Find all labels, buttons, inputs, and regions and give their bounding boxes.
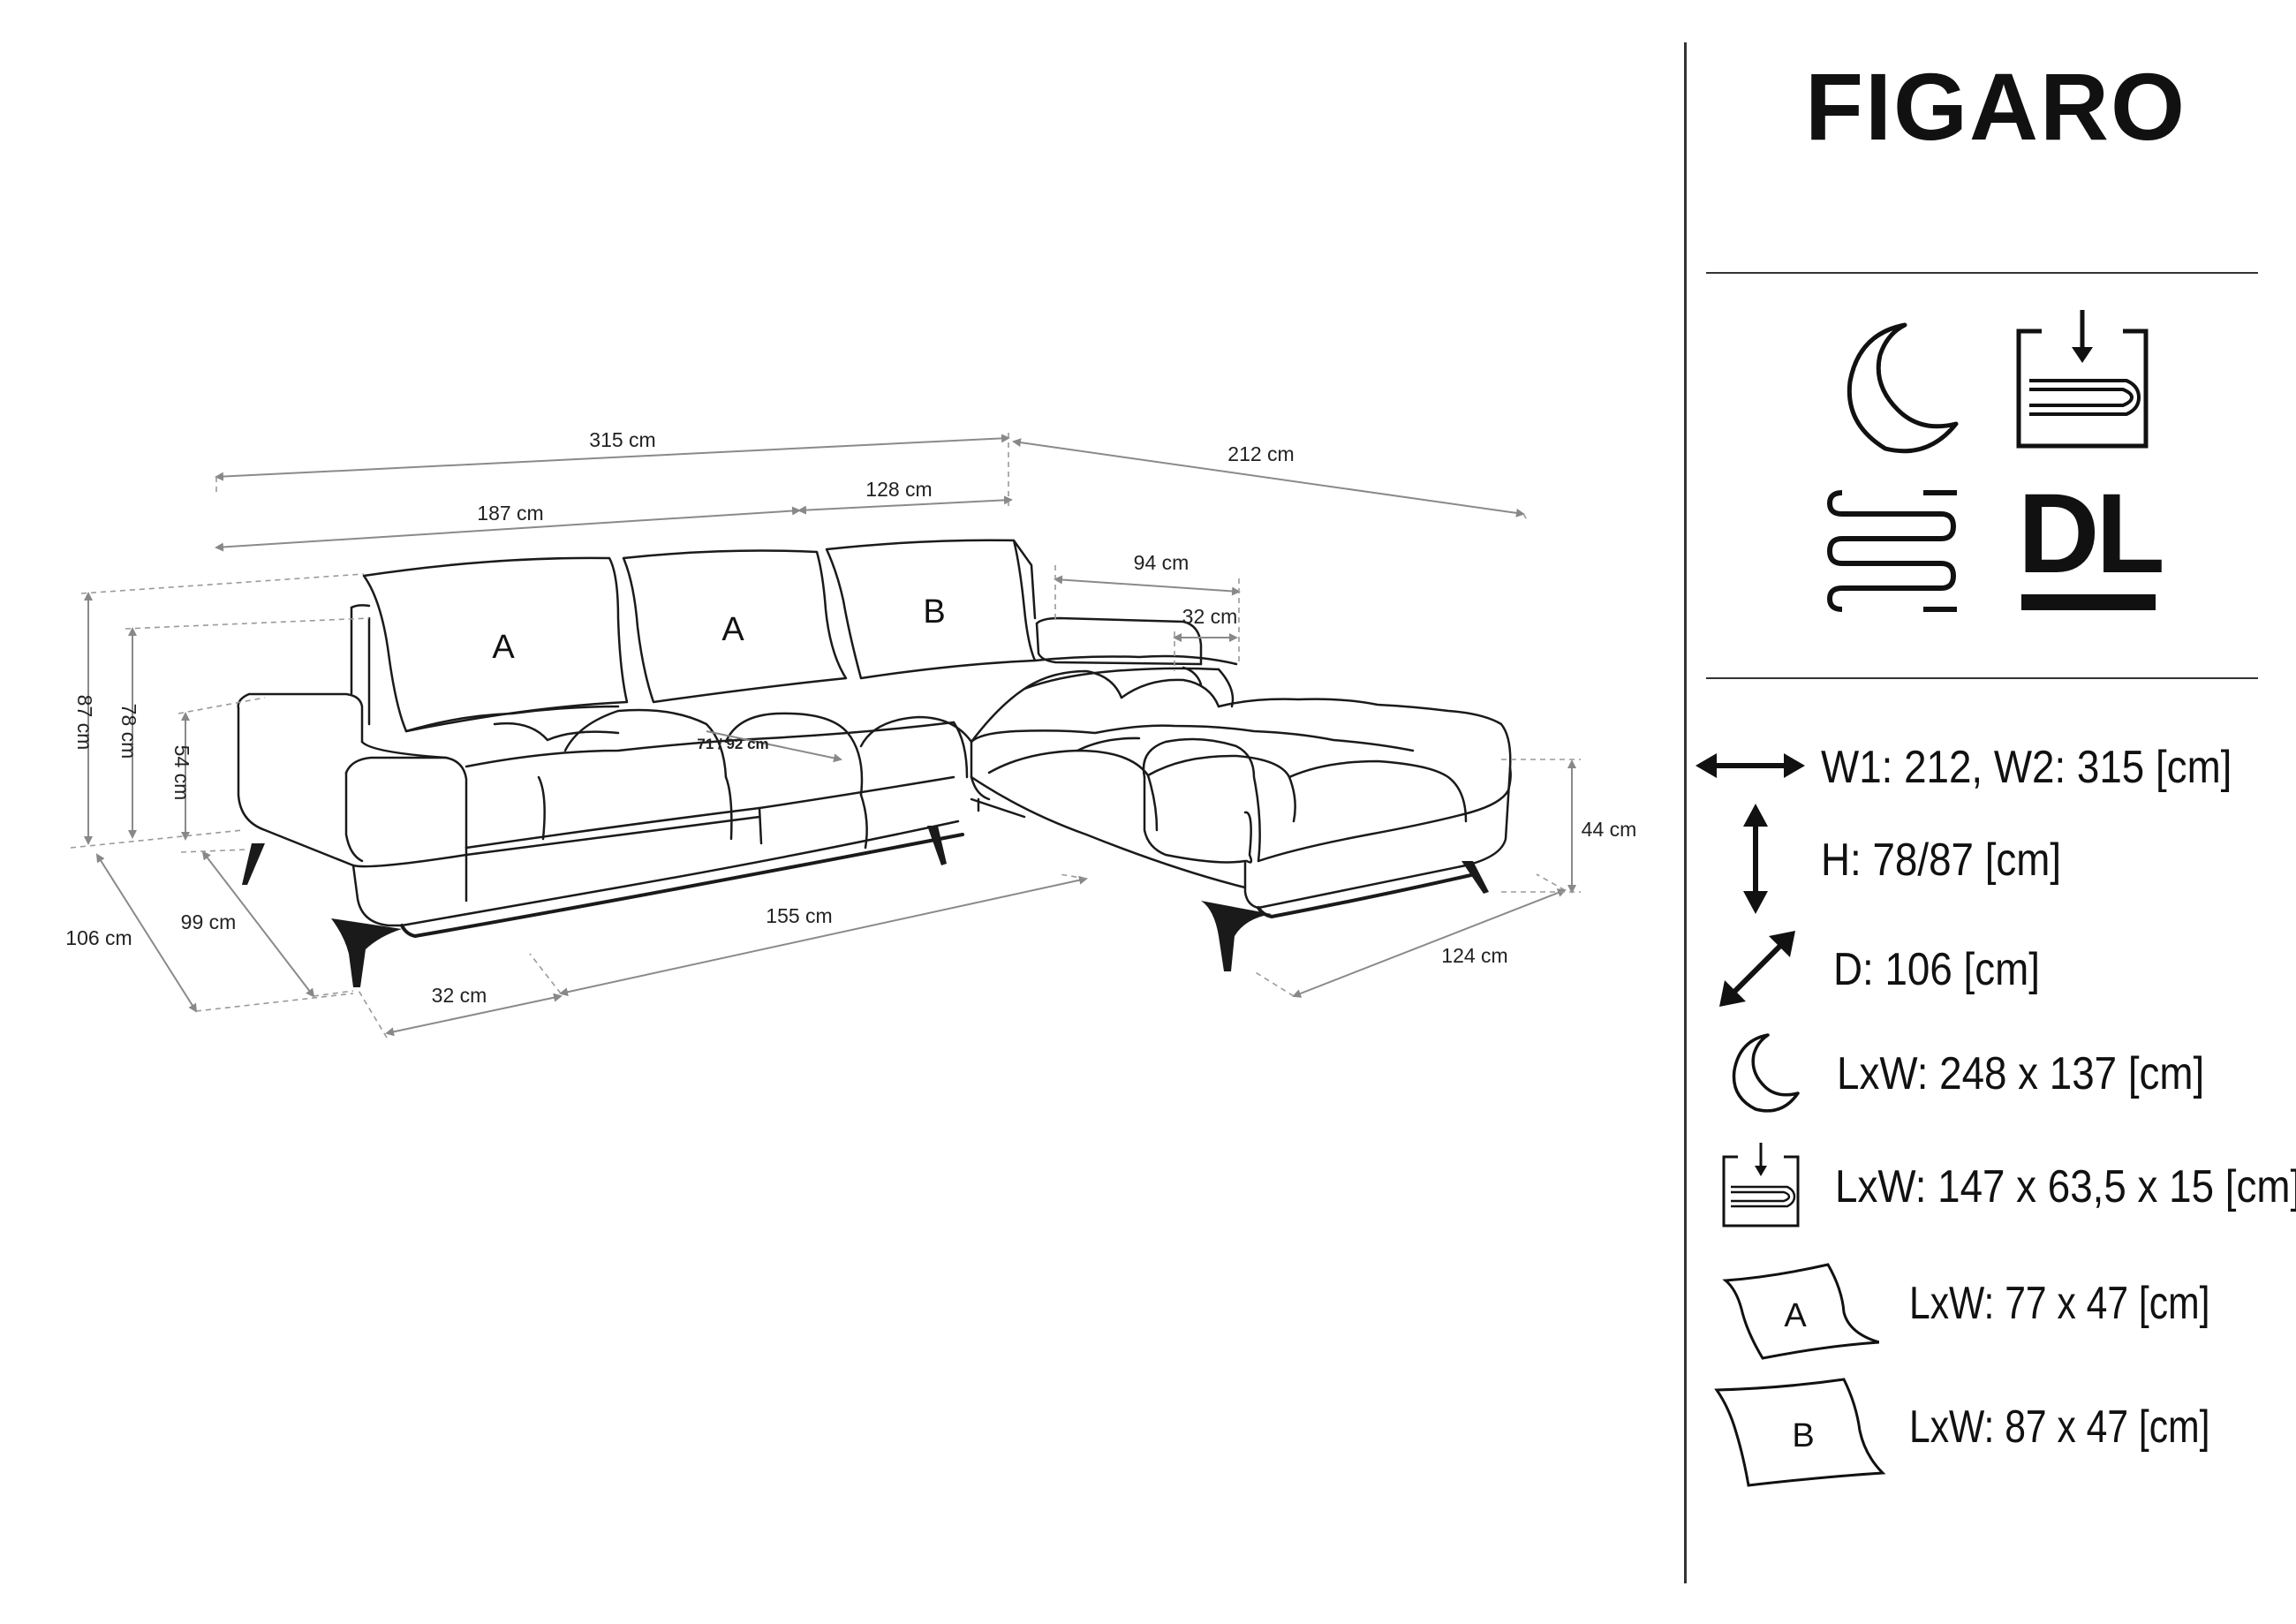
dl-badge-icon: DL [2018, 471, 2165, 614]
width-arrows-icon [1696, 753, 1805, 778]
extension-lines [70, 433, 1581, 1039]
depth-arrows-icon [1719, 931, 1795, 1007]
spec-row-depth: D: 106 [cm] [1696, 927, 2296, 1024]
dim-124: 124 cm [1441, 944, 1507, 967]
spec-row-storage: LxW: 147 x 63,5 x 15 [cm] [1696, 1141, 2296, 1240]
dim-32-left: 32 cm [432, 984, 487, 1007]
sofa-outline [237, 539, 1512, 938]
dim-155: 155 cm [766, 904, 832, 927]
dim-212: 212 cm [1227, 442, 1294, 465]
dim-128: 128 cm [865, 478, 932, 501]
moon-feature-icon [1847, 322, 1959, 454]
moon-icon [1732, 1033, 1800, 1113]
dim-315: 315 cm [589, 428, 655, 451]
spec-row-height: H: 78/87 [cm] [1696, 804, 2296, 918]
product-title: FIGARO [1805, 53, 2186, 160]
storage-container-icon [2016, 310, 2149, 449]
spec-text-sleeping-area: LxW: 248 x 137 [cm] [1837, 1048, 2205, 1099]
icons-divider [1706, 677, 2258, 679]
dl-badge-underline [2021, 594, 2156, 610]
spec-text-height: H: 78/87 [cm] [1821, 835, 2062, 886]
height-arrows-icon [1743, 804, 1768, 914]
dim-44: 44 cm [1582, 818, 1637, 841]
spec-row-pillow-b: B LxW: 87 x 47 [cm] [1696, 1374, 2296, 1489]
spec-row-pillow-a: A LxW: 77 x 47 [cm] [1696, 1254, 2296, 1369]
dim-187: 187 cm [477, 502, 543, 525]
spec-row-width: W1: 212, W2: 315 [cm] [1696, 729, 2296, 817]
cushion-label-b: B [923, 593, 945, 631]
pillow-b-icon: B [1714, 1378, 1886, 1487]
spec-row-sleeping-area: LxW: 248 x 137 [cm] [1696, 1031, 2296, 1120]
pillow-a-label: A [1784, 1297, 1807, 1334]
cushion-label-a1: A [492, 629, 515, 666]
dim-106: 106 cm [65, 926, 132, 949]
title-divider [1706, 272, 2258, 274]
pillow-b-label: B [1792, 1417, 1814, 1454]
dl-badge-text: DL [2018, 471, 2165, 597]
spec-text-width: W1: 212, W2: 315 [cm] [1821, 742, 2232, 793]
spec-text-storage: LxW: 147 x 63,5 x 15 [cm] [1835, 1161, 2296, 1212]
storage-box-icon [1722, 1143, 1800, 1227]
dimension-lines [84, 434, 1576, 1037]
spring-seat-icon [1826, 490, 1957, 612]
dim-99: 99 cm [181, 910, 237, 933]
sofa-diagram: A A B [65, 428, 1637, 1039]
dim-32-right: 32 cm [1182, 605, 1238, 628]
sofa-legs [242, 826, 1489, 987]
vertical-divider [1684, 42, 1687, 1583]
dim-78: 78 cm [117, 704, 140, 759]
dim-54: 54 cm [170, 745, 193, 801]
pillow-a-icon: A [1722, 1263, 1879, 1360]
dim-94: 94 cm [1134, 551, 1190, 574]
dim-71-92: 71 / 92 cm [697, 736, 768, 752]
spec-text-pillow-b: LxW: 87 x 47 [cm] [1909, 1401, 2210, 1453]
spec-text-pillow-a: LxW: 77 x 47 [cm] [1909, 1278, 2210, 1329]
cushion-label-a2: A [721, 611, 744, 648]
spec-text-depth: D: 106 [cm] [1833, 944, 2040, 995]
dim-87: 87 cm [73, 695, 96, 751]
